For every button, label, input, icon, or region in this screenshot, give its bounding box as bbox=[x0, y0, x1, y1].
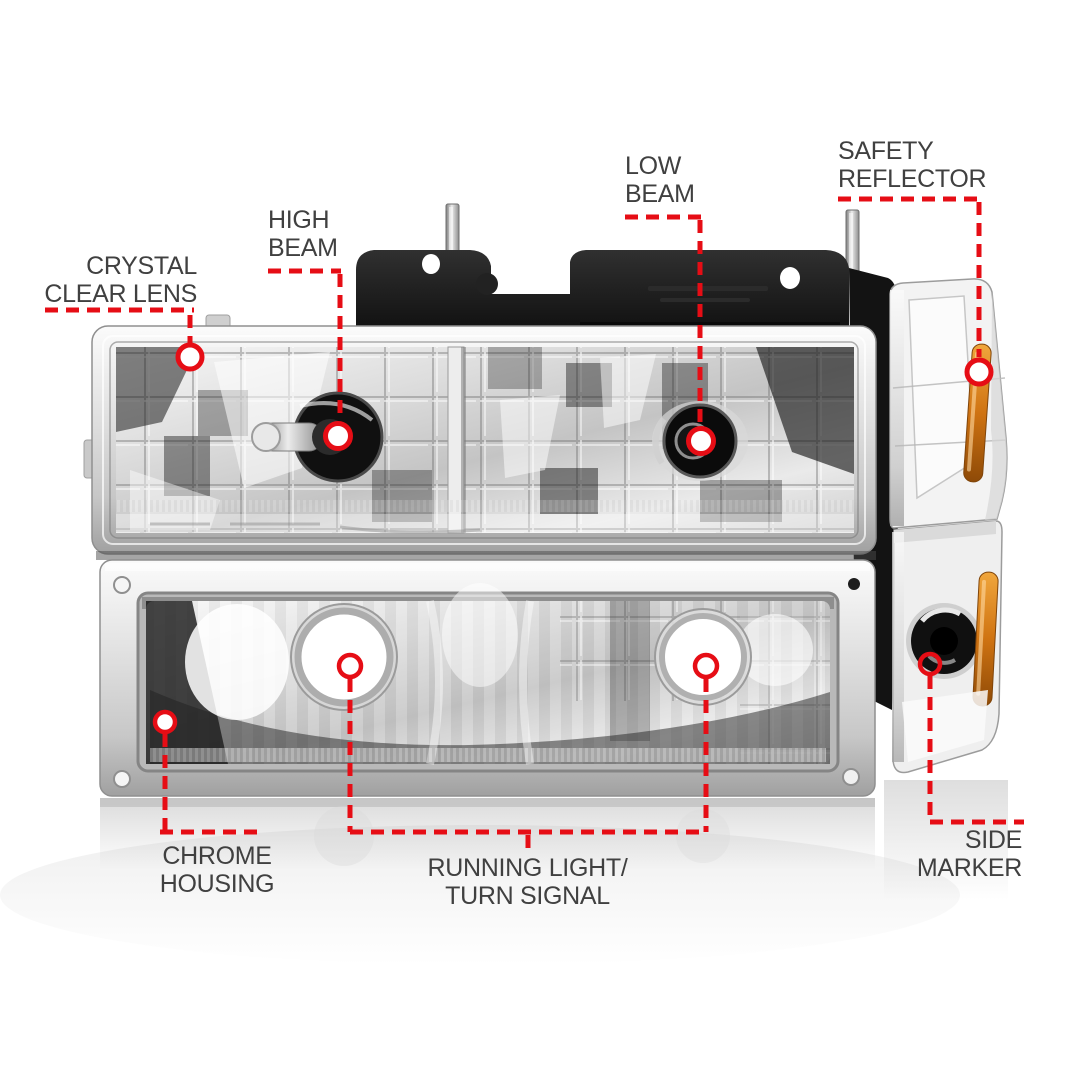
label-line: SIDE bbox=[964, 826, 1022, 854]
low-beam-leader bbox=[625, 214, 716, 456]
screw-hole bbox=[113, 576, 131, 594]
running-light-right-target-marker bbox=[692, 652, 720, 680]
high-beam-leader bbox=[268, 268, 353, 451]
parking-light-assembly bbox=[99, 559, 876, 797]
label-line: RUNNING LIGHT/ bbox=[427, 854, 628, 882]
label-line: CLEAR LENS bbox=[44, 280, 197, 308]
safety-reflector-lamp bbox=[889, 278, 1008, 529]
safety-reflector-leader bbox=[838, 196, 994, 387]
side-marker-bulb-socket bbox=[906, 603, 982, 679]
label-crystal-clear-lens: CRYSTAL CLEAR LENS bbox=[20, 252, 197, 308]
label-line: CHROME bbox=[162, 842, 272, 870]
label-running-light-turn-signal: RUNNING LIGHT/ TURN SIGNAL bbox=[395, 854, 660, 910]
label-line: HIGH bbox=[268, 206, 330, 234]
label-line: LOW bbox=[625, 152, 682, 180]
label-chrome-housing: CHROME HOUSING bbox=[132, 842, 302, 898]
label-line: CRYSTAL bbox=[86, 252, 197, 280]
running-light-turn-signal-leader bbox=[336, 652, 720, 854]
bracket-hole bbox=[422, 254, 440, 274]
chrome-housing-target-marker bbox=[152, 709, 178, 735]
crystal-clear-lens-target-marker bbox=[175, 342, 205, 372]
label-line: HOUSING bbox=[159, 870, 275, 898]
label-line: REFLECTOR bbox=[838, 165, 987, 193]
running-light-left-target-marker bbox=[336, 652, 364, 680]
label-line: BEAM bbox=[625, 180, 695, 208]
high-beam-target-marker bbox=[323, 421, 353, 451]
label-side-marker: SIDE MARKER bbox=[890, 826, 1022, 882]
bracket-hole bbox=[780, 267, 800, 289]
screw-hole bbox=[113, 770, 131, 788]
side-marker-leader bbox=[917, 651, 1024, 825]
label-line: SAFETY bbox=[838, 137, 934, 165]
label-safety-reflector: SAFETY REFLECTOR bbox=[838, 137, 987, 193]
label-line: TURN SIGNAL bbox=[445, 882, 610, 910]
corner-lamp-column bbox=[889, 278, 1008, 774]
low-beam-target-marker bbox=[686, 426, 716, 456]
screw-hole bbox=[848, 578, 860, 590]
crystal-clear-lens-leader bbox=[45, 307, 205, 372]
screw-hole bbox=[842, 768, 860, 786]
safety-reflector-target-marker bbox=[964, 357, 994, 387]
embossed-markings bbox=[150, 522, 481, 534]
callout-leaders bbox=[45, 196, 1024, 854]
label-line: MARKER bbox=[916, 854, 1022, 882]
side-marker-target-marker bbox=[917, 651, 943, 677]
label-low-beam: LOW BEAM bbox=[625, 152, 695, 208]
label-high-beam: HIGH BEAM bbox=[268, 206, 338, 262]
chrome-housing-leader bbox=[152, 709, 264, 835]
label-line: BEAM bbox=[268, 234, 338, 262]
amber-reflector-strip-lower bbox=[972, 571, 999, 707]
side-marker-lamp bbox=[892, 520, 1003, 774]
